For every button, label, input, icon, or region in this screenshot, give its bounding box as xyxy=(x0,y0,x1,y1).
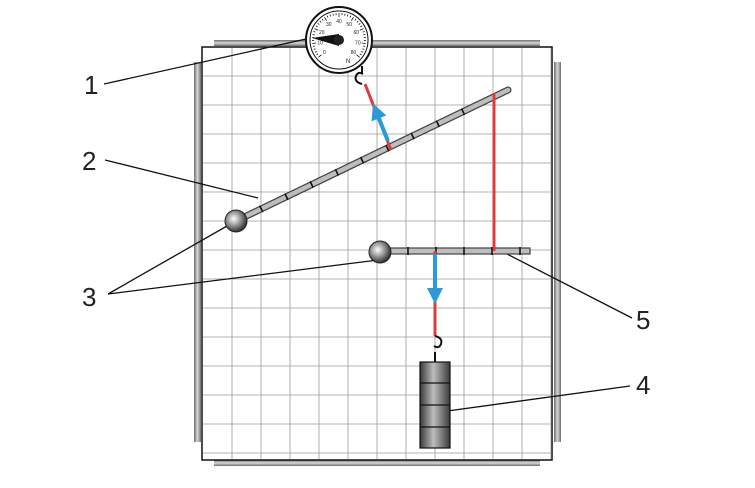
dynamometer-force-arrow xyxy=(371,103,390,142)
dial-tick xyxy=(362,48,365,50)
callout-line-3a xyxy=(107,221,235,295)
callout-line-3b xyxy=(107,259,379,295)
dial-tick xyxy=(312,42,317,44)
dial-label: 0 xyxy=(323,50,326,56)
dial-tick xyxy=(359,53,362,56)
dial-tick xyxy=(329,14,332,17)
dial-tick xyxy=(354,18,357,21)
dial-tick xyxy=(324,17,327,21)
label-1: 1 xyxy=(84,70,98,100)
label-2: 2 xyxy=(82,146,96,176)
dial-label: 60 xyxy=(353,30,359,36)
pivot-upper xyxy=(224,209,248,233)
dial-tick xyxy=(318,54,322,58)
dial-tick xyxy=(319,20,322,23)
frame-rail-left xyxy=(194,62,201,442)
frame-rail-bottom xyxy=(214,460,540,466)
dynamometer-needle xyxy=(312,34,339,46)
upper-lever-tick xyxy=(385,144,390,152)
dynamometer-unit: N xyxy=(346,59,350,65)
dial-tick xyxy=(326,15,329,18)
dial-tick xyxy=(351,17,354,21)
dial-tick xyxy=(313,48,316,50)
label-4: 4 xyxy=(636,370,650,400)
frame-rail-top xyxy=(214,40,540,46)
dial-tick xyxy=(360,25,363,28)
dial-tick xyxy=(361,42,366,44)
dynamometer-center xyxy=(334,35,344,45)
upper-lever-tick xyxy=(334,168,340,176)
dial-tick xyxy=(313,31,316,33)
callout-lines xyxy=(103,36,633,413)
dial-tick xyxy=(314,28,319,31)
callout-line-1 xyxy=(103,36,316,85)
callout-line-4 xyxy=(439,385,631,413)
label-5: 5 xyxy=(636,305,650,335)
dial-tick xyxy=(358,23,361,25)
dial-label: 40 xyxy=(336,19,342,25)
label-3: 3 xyxy=(82,282,96,312)
upper-lever-tick xyxy=(258,205,264,213)
dial-tick xyxy=(361,50,364,53)
lower-lever xyxy=(379,247,531,255)
callout-line-5 xyxy=(504,252,633,319)
dial-label: 50 xyxy=(346,22,352,28)
dial-tick xyxy=(316,53,319,56)
dial-tick xyxy=(315,25,318,28)
dial-tick xyxy=(349,15,352,18)
upper-lever xyxy=(232,86,512,225)
dial-tick xyxy=(359,28,364,31)
callout-line-2 xyxy=(104,159,259,199)
dial-tick xyxy=(317,23,320,25)
upper-lever-tick xyxy=(284,193,289,201)
upper-lever-tick xyxy=(410,132,415,140)
dial-tick xyxy=(346,14,349,17)
pivot-lower xyxy=(368,240,392,264)
weight-stack xyxy=(419,361,451,449)
dial-label: 70 xyxy=(355,40,361,46)
upper-lever-tick xyxy=(435,120,441,128)
dial-tick xyxy=(314,50,317,53)
upper-lever-tick xyxy=(359,156,365,164)
frame-rail-right xyxy=(554,62,561,442)
dial-label: 10 xyxy=(317,40,323,46)
upper-lever-tick xyxy=(460,108,466,116)
weight-hook xyxy=(433,335,443,362)
dynamometer-hook xyxy=(354,66,364,85)
dial-tick xyxy=(356,20,359,23)
dial-label: 80 xyxy=(351,50,357,56)
dial-label: 30 xyxy=(326,22,332,28)
dial-tick xyxy=(362,31,365,33)
upper-lever-tick xyxy=(309,181,314,189)
dial-tick xyxy=(356,54,360,58)
dial-tick xyxy=(321,18,324,21)
dial-label: 20 xyxy=(319,30,325,36)
